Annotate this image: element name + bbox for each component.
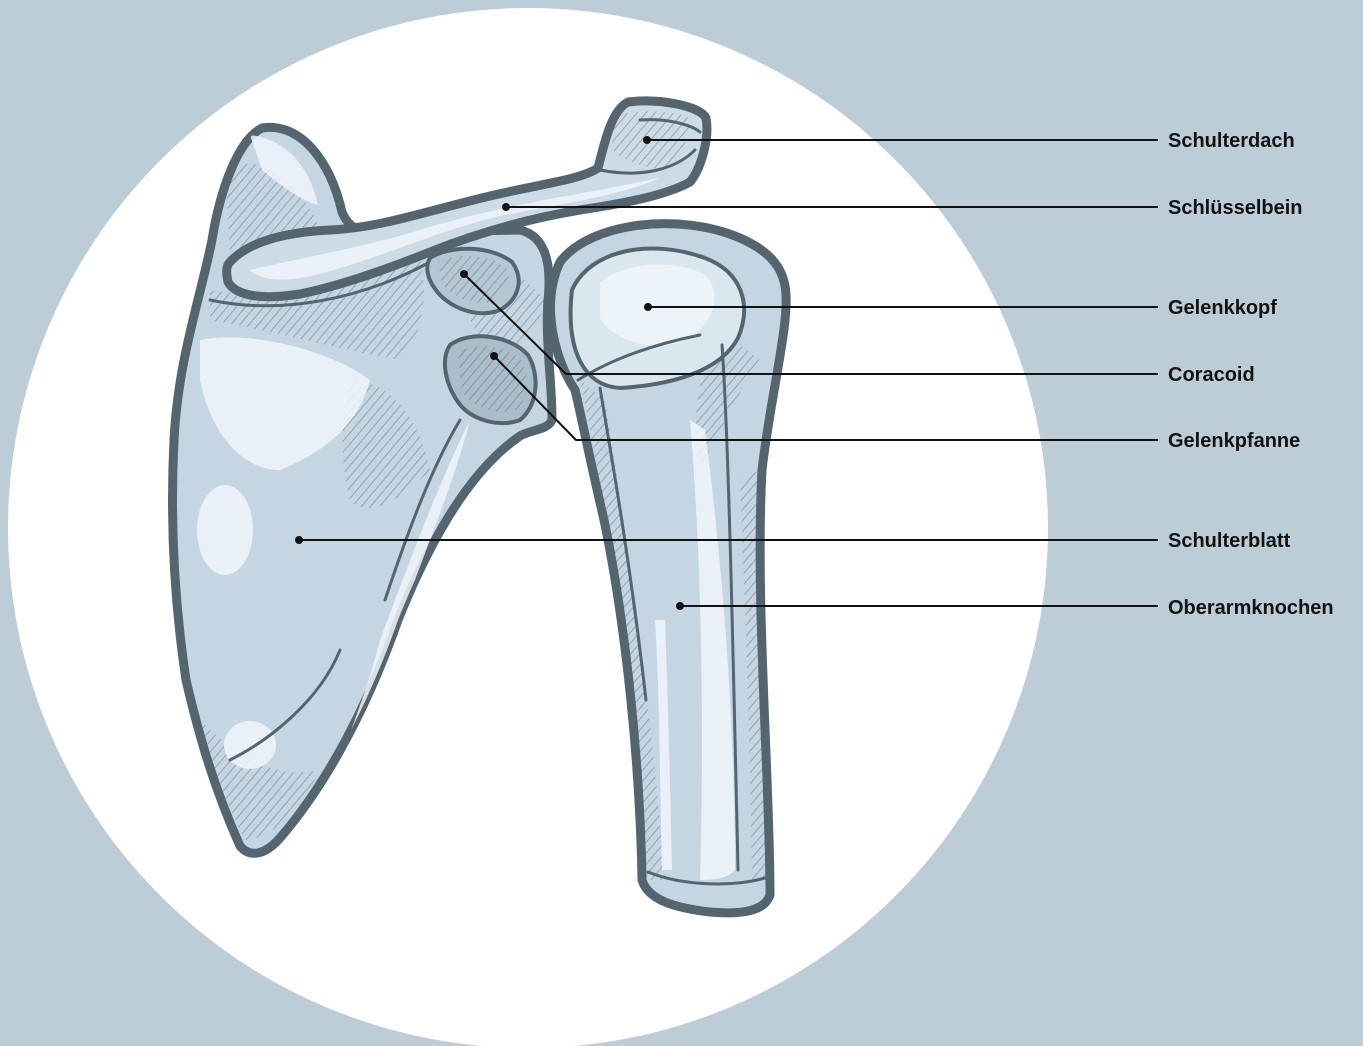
label-coracoid: Coracoid [1168, 364, 1255, 386]
label-clavicle: Schlüsselbein [1168, 197, 1303, 219]
label-humeral-head: Gelenkkopf [1168, 297, 1277, 319]
leader-dot-clavicle [502, 203, 510, 211]
label-glenoid: Gelenkpfanne [1168, 430, 1300, 452]
leader-dot-scapula [295, 536, 303, 544]
leader-dot-glenoid [490, 352, 498, 360]
leader-dot-humeral-head [644, 303, 652, 311]
leader-dot-acromion [643, 136, 651, 144]
label-humerus: Oberarmknochen [1168, 597, 1334, 619]
background-circle [8, 8, 1048, 1046]
leader-dot-coracoid [460, 270, 468, 278]
label-acromion: Schulterdach [1168, 130, 1295, 152]
label-column: Schulterdach Schlüsselbein Gelenkkopf Co… [1168, 130, 1334, 619]
label-scapula: Schulterblatt [1168, 530, 1291, 552]
leader-dot-humerus [676, 602, 684, 610]
